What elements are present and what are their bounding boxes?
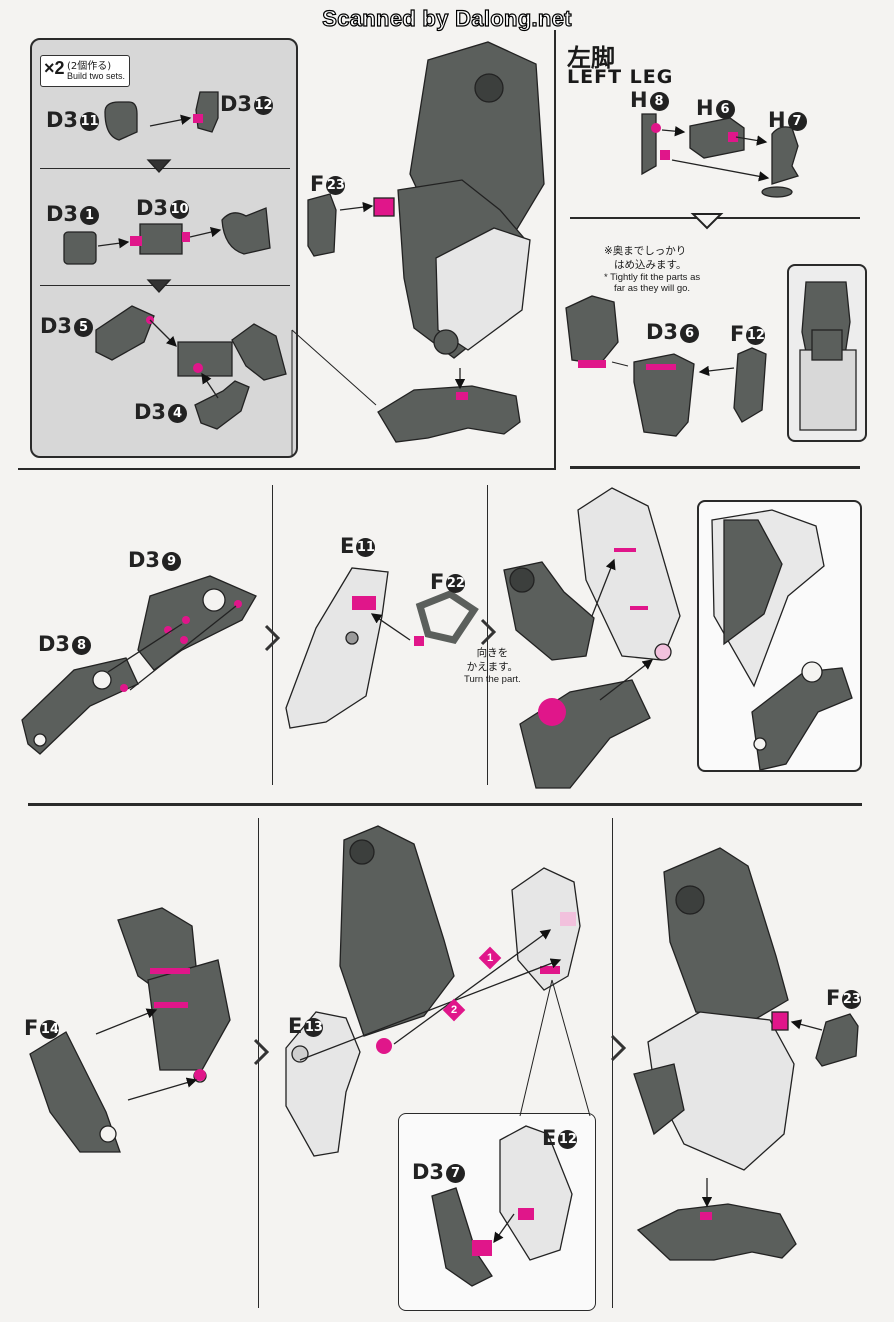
chevron-right-icon — [610, 1034, 627, 1062]
part-f-22 — [415, 590, 479, 644]
part-f-12 — [733, 347, 767, 423]
chevron-down-icon — [146, 159, 172, 173]
watermark: Scanned by Dalong.net — [322, 5, 572, 31]
part-f-23 — [307, 193, 337, 257]
separator-box-line1 — [40, 168, 290, 169]
chevron-right-icon — [253, 1038, 270, 1066]
turn-note: 向きを かえます。 Turn the part. — [464, 646, 521, 685]
fit-note-jp-1: ※奥までしっかり — [604, 245, 687, 257]
multiplier: ×2 — [44, 58, 65, 78]
left-leg-title-jp: 左脚 — [567, 44, 615, 72]
turn-note-jp-1: 向きを — [476, 647, 509, 659]
vsep-r2-1 — [272, 485, 273, 785]
step-badge-2: 2 — [442, 998, 466, 1022]
fit-note: ※奥までしっかり はめ込みます。 * Tightly fit the parts… — [604, 244, 700, 294]
leg-part-f14-body — [147, 959, 231, 1071]
turn-note-jp-2: かえます。 — [466, 661, 519, 673]
knee-part — [565, 295, 619, 365]
separator-row2 — [28, 803, 862, 806]
multiplier-jp: (2個作る) — [67, 61, 112, 72]
part-e-12 — [499, 1125, 573, 1261]
turn-note-en: Turn the part. — [464, 674, 521, 685]
vsep-r3-2 — [612, 818, 613, 1308]
foot-joint-final — [636, 1203, 797, 1261]
leg-shell-light — [577, 487, 681, 661]
part-f-14 — [29, 1031, 121, 1153]
part-d3-9 — [137, 575, 257, 671]
part-d3-11 — [104, 101, 138, 141]
part-d3-10 — [139, 223, 183, 255]
leg-final-upper — [663, 847, 789, 1021]
part-d3-4 — [194, 380, 250, 430]
multiplier-box: ×2 (2個作る) Build two sets. — [40, 55, 130, 87]
part-d3-6 — [633, 353, 695, 437]
part-d3-12 — [195, 91, 219, 133]
part-e-12-top — [511, 867, 581, 991]
vsep-r3-1 — [258, 818, 259, 1308]
fit-note-en-2: far as they will go. — [614, 283, 691, 294]
knee-plate — [519, 679, 651, 789]
chevron-down-icon — [146, 279, 172, 293]
part-f-23-bottom — [815, 1013, 859, 1067]
part-d3-7 — [431, 1187, 493, 1287]
chevron-down-icon — [690, 213, 724, 230]
top-region-border — [18, 30, 556, 470]
vsep-r2-2 — [487, 485, 488, 785]
part-d3-10-joint — [221, 207, 271, 255]
left-leg-title-en: LEFT LEG — [567, 66, 674, 88]
fit-note-en-1: * Tightly fit the parts as — [604, 272, 701, 283]
chevron-right-icon — [264, 624, 281, 652]
part-d3-1 — [63, 231, 97, 265]
step-badge-1: 1 — [478, 946, 502, 970]
part-d3-5 — [95, 305, 155, 361]
part-h-8 — [641, 113, 657, 176]
leg-upper-r3 — [339, 825, 455, 1037]
part-h-6 — [689, 117, 745, 159]
part-h-7 — [771, 126, 799, 185]
chevron-right-icon — [480, 618, 497, 646]
foot-joint — [377, 385, 521, 443]
part-e-11 — [285, 567, 389, 729]
multiplier-en: Build two sets. — [67, 71, 126, 81]
part-d3-joint — [177, 341, 233, 377]
separator-mid — [570, 466, 860, 469]
peg-accent — [373, 197, 395, 217]
leg-armor-light — [435, 227, 531, 351]
fit-note-jp-2: はめ込みます。 — [614, 259, 687, 271]
